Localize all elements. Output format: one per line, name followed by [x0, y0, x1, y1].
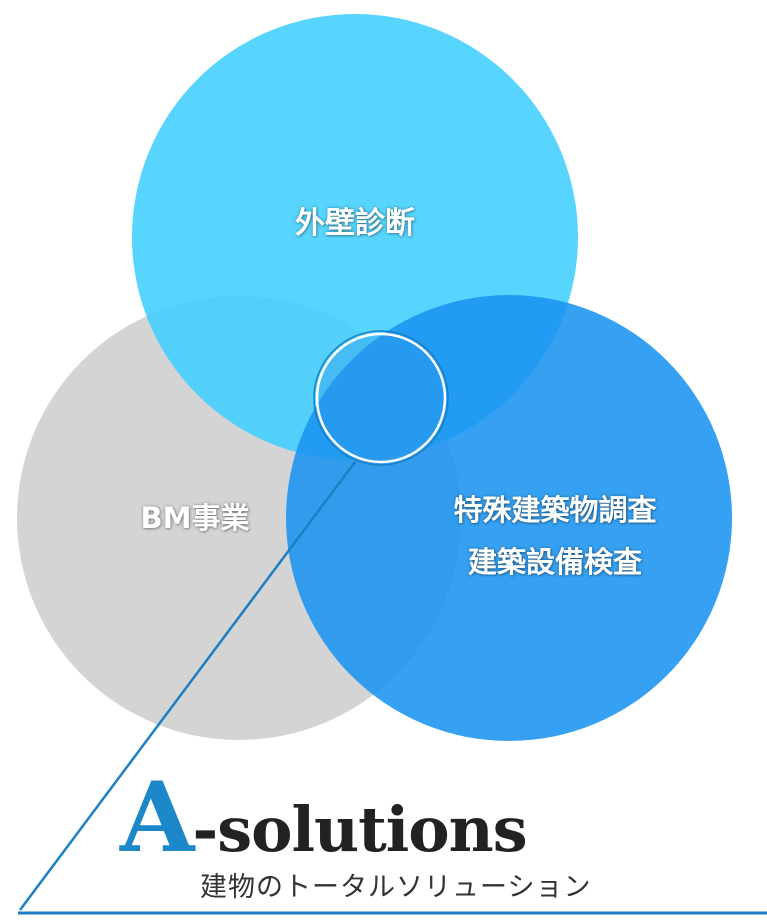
- brand-logo: A-solutions: [120, 768, 680, 868]
- brand-initial: A: [120, 761, 194, 874]
- circle-label-exterior-wall: 外壁診断: [295, 206, 415, 241]
- circle-label-bm: BM事業: [140, 501, 250, 535]
- pointer-line: [18, 461, 357, 911]
- center-focus-ring: [315, 332, 447, 464]
- circle-label-inspection: 特殊建築物調査 建築設備検査: [405, 484, 705, 588]
- circle-label-inspection-line-2: 建築設備検査: [467, 545, 642, 579]
- brand-tagline: 建物のトータルソリューション: [200, 872, 592, 903]
- brand-name-rest: -solutions: [192, 793, 527, 866]
- circle-inspection: [286, 295, 732, 741]
- circle-label-inspection-line-1: 特殊建築物調査: [453, 493, 657, 527]
- center-focus-ring-outline: [313, 330, 449, 466]
